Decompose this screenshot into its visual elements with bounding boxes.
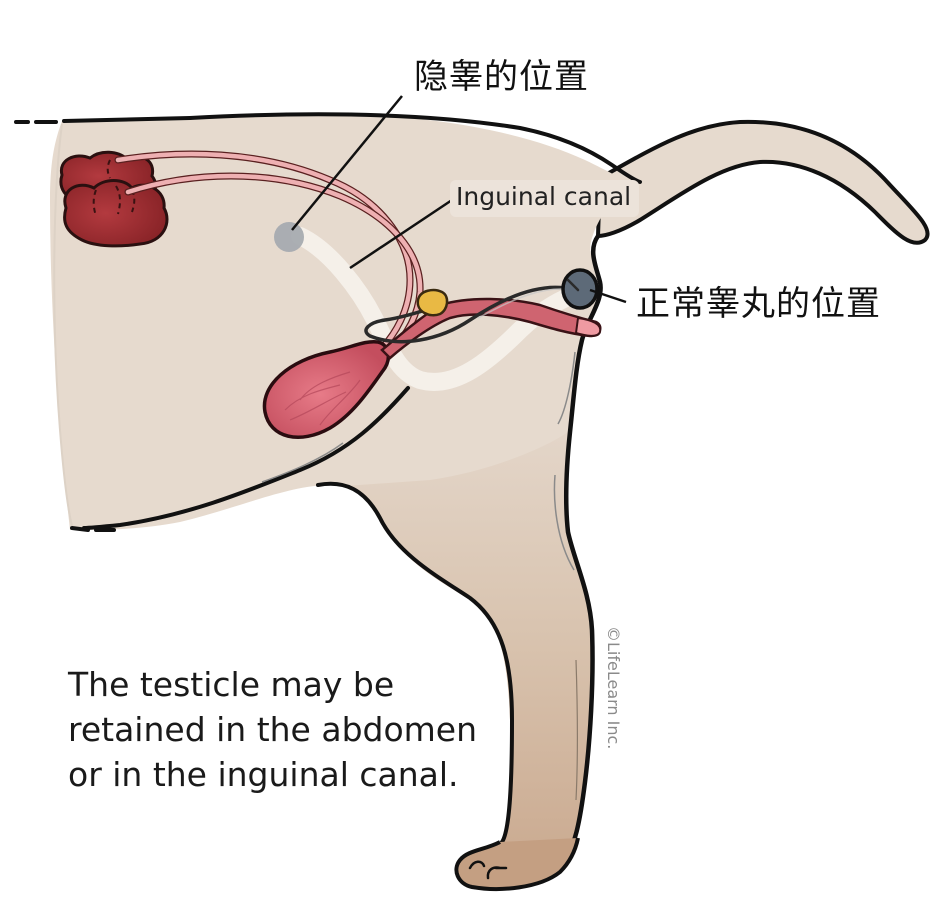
caption-line-1: The testicle may be [68,665,395,704]
leader-lines [291,95,627,304]
bladder [262,339,391,439]
copyright-notice: ©LifeLearn Inc. [604,626,623,750]
caption-line-3: or in the inguinal canal. [68,755,459,794]
normal-testis [561,268,599,310]
retained-testis-label: 隐睾的位置 [414,57,589,97]
prostate [416,288,449,317]
caption-line-2: retained in the abdomen [68,710,478,749]
paw [454,837,580,891]
tail [596,119,930,245]
caption: The testicle may be retained in the abdo… [68,662,528,797]
kidneys [59,150,169,248]
normal-testis-label: 正常睾丸的位置 [636,284,881,324]
inguinal-canal-label: Inguinal canal [450,180,640,217]
ureters [114,150,424,356]
retained-testis [274,222,304,252]
